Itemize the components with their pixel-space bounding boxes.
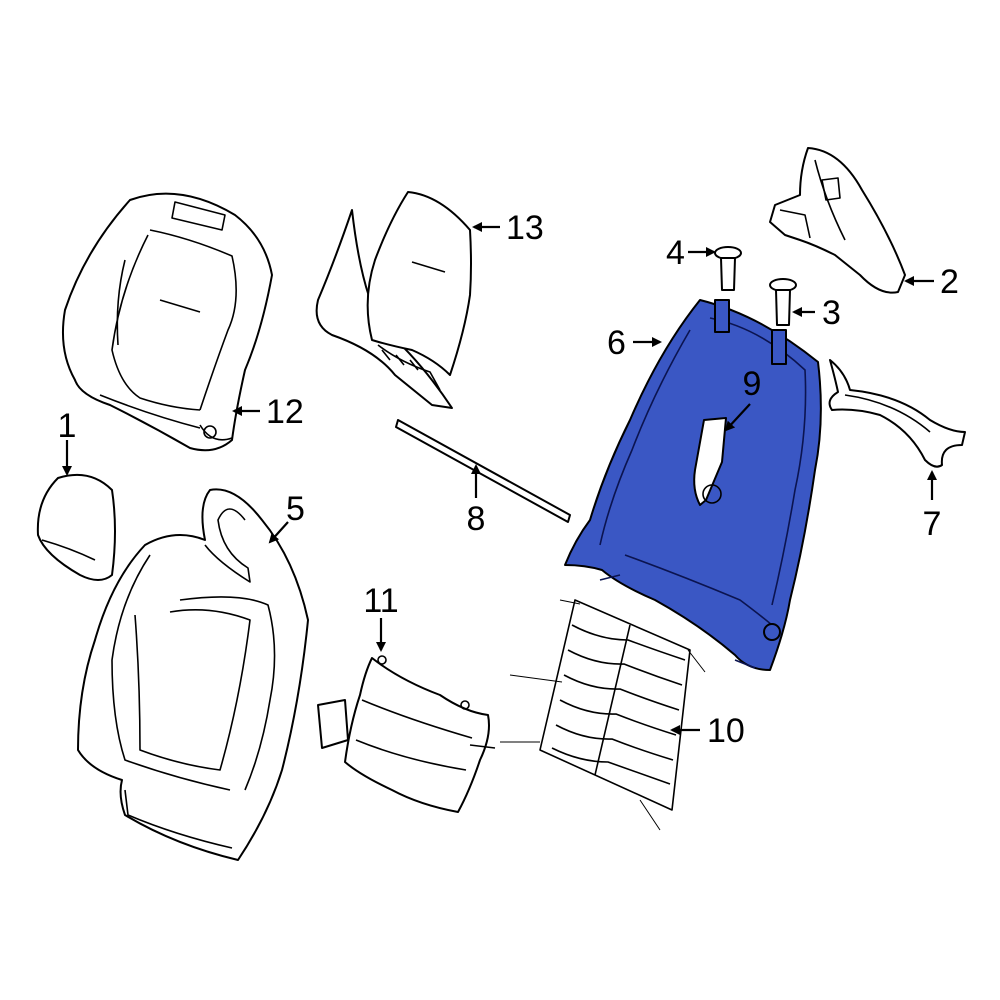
callout-11: 11 — [363, 582, 399, 652]
callout-3: 3 — [792, 294, 841, 332]
callout-3-label: 3 — [822, 294, 841, 332]
part-5-seat-back-trim[interactable] — [77, 488, 309, 861]
part-7-harness-bracket[interactable] — [828, 359, 966, 468]
callout-10-label: 10 — [707, 712, 745, 750]
callout-1: 1 — [58, 407, 77, 476]
callout-12: 12 — [232, 393, 304, 431]
callout-4-label: 4 — [666, 234, 685, 272]
part-3-bolt[interactable] — [769, 278, 797, 326]
part-10-spring-mat[interactable] — [500, 599, 706, 831]
part-11-lumbar-support[interactable] — [317, 655, 496, 813]
part-12-seat-back-cover[interactable] — [62, 192, 273, 452]
callout-12-label: 12 — [266, 393, 304, 431]
callout-5: 5 — [268, 490, 305, 544]
callout-6: 6 — [607, 324, 662, 362]
callout-1-label: 1 — [58, 407, 77, 445]
part-13-back-panel[interactable] — [315, 191, 472, 409]
callout-5-label: 5 — [286, 490, 305, 528]
callout-8-label: 8 — [467, 500, 486, 538]
part-8-trim-strip[interactable] — [395, 419, 571, 523]
part-4-bolt[interactable] — [714, 246, 742, 291]
part-2-bracket[interactable] — [769, 147, 906, 294]
callout-13: 13 — [472, 209, 544, 247]
part-1-headrest-pad[interactable] — [36, 474, 116, 581]
callout-9-label: 9 — [743, 365, 762, 403]
callout-7-label: 7 — [923, 505, 942, 543]
callout-11-label: 11 — [363, 582, 398, 620]
callout-13-label: 13 — [506, 209, 544, 247]
callout-6-label: 6 — [607, 324, 626, 362]
callout-2: 2 — [904, 263, 959, 301]
callout-2-label: 2 — [940, 263, 959, 301]
callout-8: 8 — [467, 464, 486, 538]
callout-4: 4 — [666, 234, 716, 272]
callout-7: 7 — [923, 470, 942, 543]
callout-9: 9 — [724, 365, 762, 432]
part-6-seat-back-frame[interactable] — [564, 299, 822, 671]
callout-10: 10 — [670, 712, 745, 750]
